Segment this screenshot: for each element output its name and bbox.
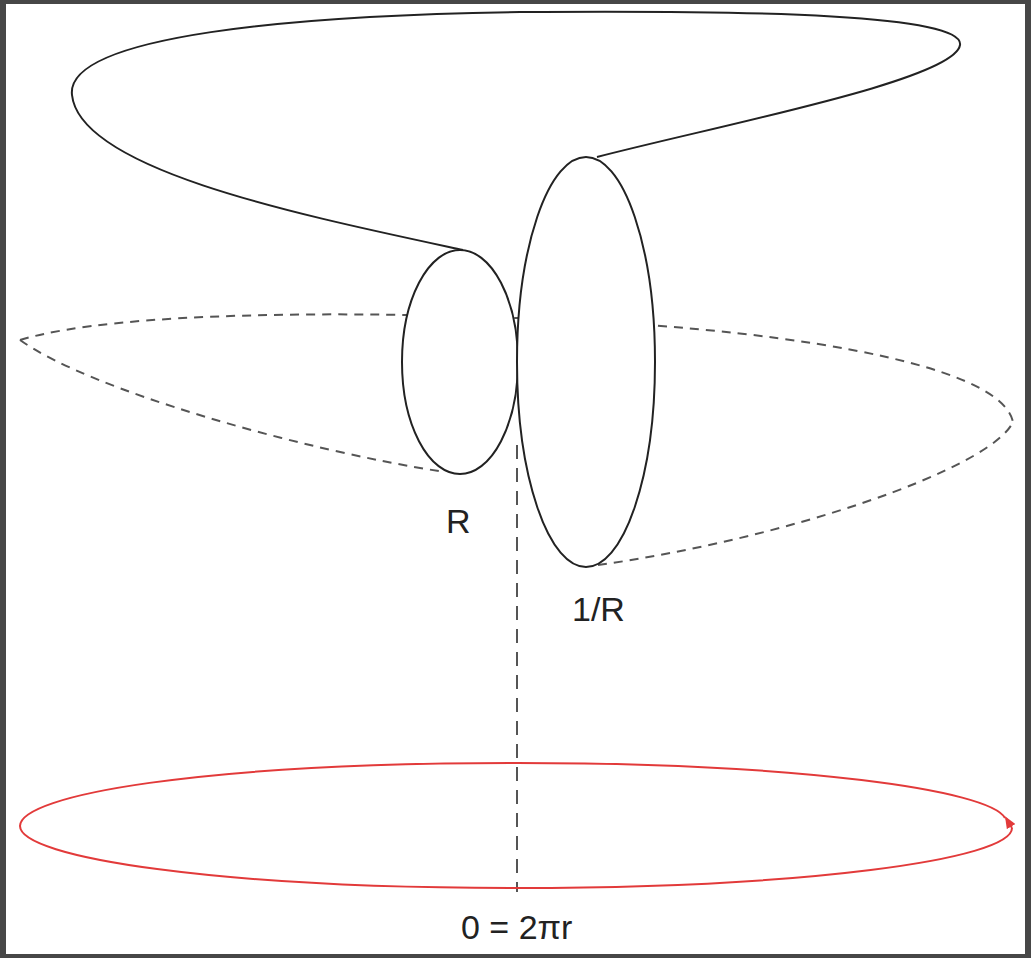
dashed-axis (516, 445, 518, 892)
small-circle (402, 250, 518, 474)
large-circle (517, 157, 655, 567)
dashed-orbit (20, 340, 445, 472)
zero-length-label: 0 = 2πr (458, 909, 575, 946)
dual-radius-label: 1/R (569, 591, 628, 628)
red-orbit (20, 763, 1012, 888)
radius-label: R (443, 503, 474, 540)
dashed-orbit (598, 422, 1013, 565)
arrow-head (1006, 818, 1012, 828)
string-loop (72, 12, 960, 250)
background-panel (6, 4, 1025, 954)
